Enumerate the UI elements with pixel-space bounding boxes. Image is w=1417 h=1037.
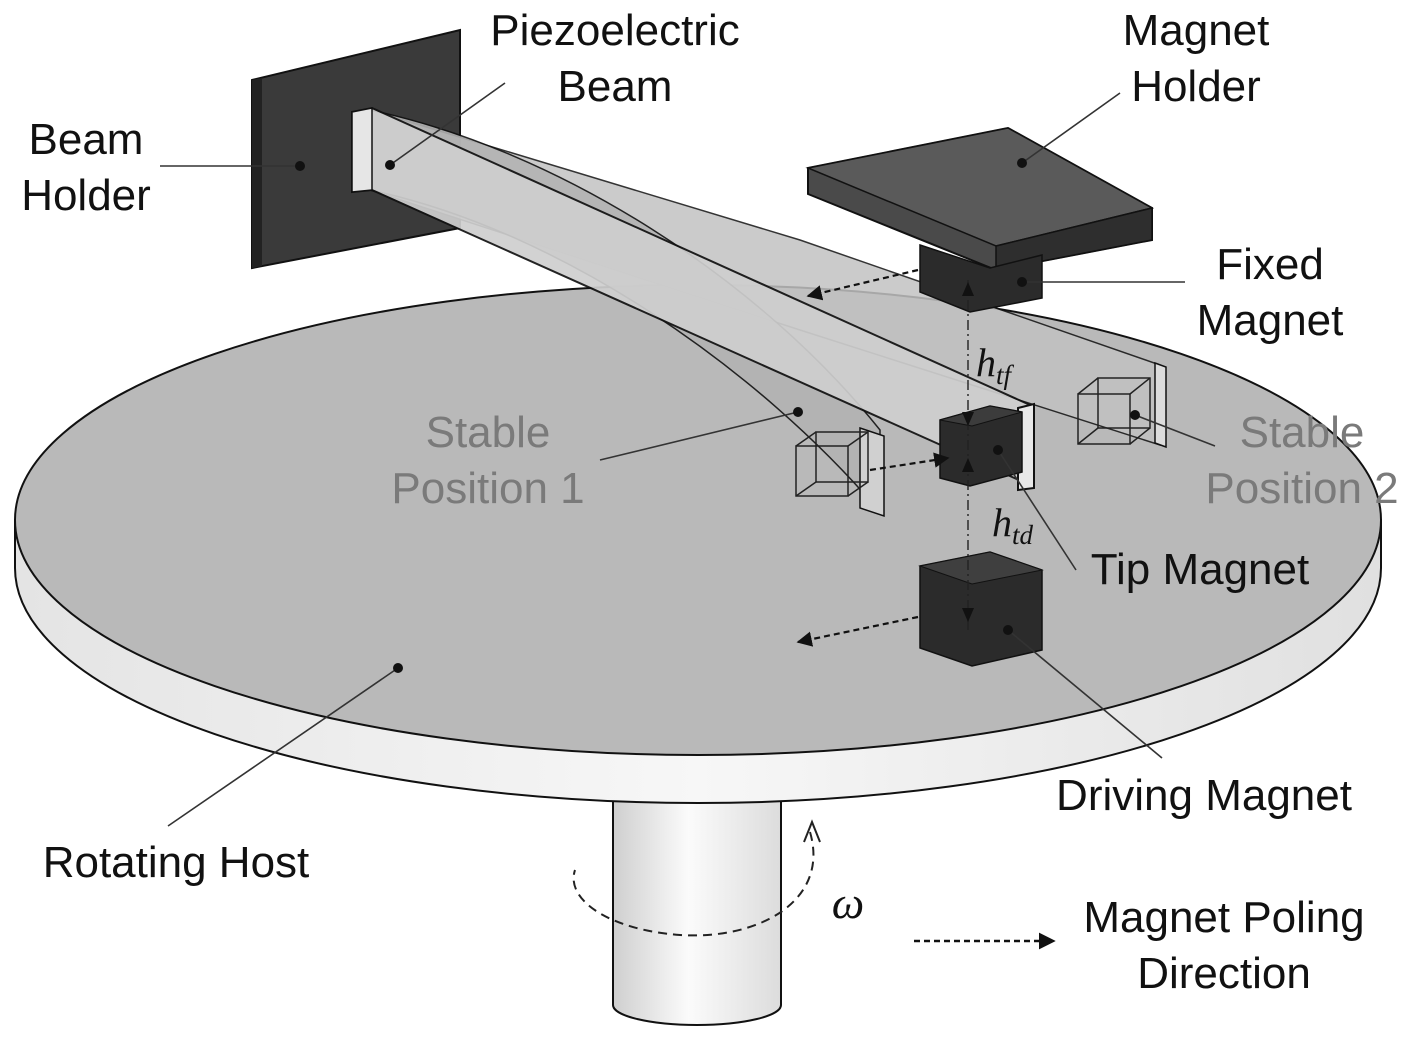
ghost-magnet-position-1 xyxy=(795,431,869,497)
label-stable-position-1-line1: Stable xyxy=(426,408,551,457)
label-fixed-magnet-line2: Magnet xyxy=(1197,296,1344,345)
label-stable-position-2-line1: Stable xyxy=(1240,408,1365,457)
label-magnet-holder-line2: Holder xyxy=(1131,62,1261,111)
fixed-magnet xyxy=(919,243,1043,313)
tip-magnet xyxy=(939,405,1023,487)
label-magnet-holder-line1: Magnet xyxy=(1123,6,1270,55)
label-beam-holder-line1: Beam xyxy=(29,115,144,164)
label-fixed-magnet-line1: Fixed xyxy=(1216,240,1324,289)
rotating-host-disk xyxy=(14,284,1382,804)
symbol-h-tf: htf xyxy=(976,340,1015,390)
rotation-arrow xyxy=(572,819,821,937)
symbol-h-td-sub: td xyxy=(1012,520,1034,550)
label-stable-position-2-line2: Position 2 xyxy=(1205,464,1398,513)
driving-magnet xyxy=(918,551,1044,667)
rotating-shaft xyxy=(612,759,782,1026)
piezoelectric-beam xyxy=(351,106,1167,518)
label-piezo-beam-line2: Beam xyxy=(558,62,673,111)
label-driving-magnet: Driving Magnet xyxy=(1056,771,1352,820)
magnet-holder xyxy=(805,126,1155,272)
label-beam-holder-line2: Holder xyxy=(21,171,151,220)
label-legend-poling-line1: Magnet Poling xyxy=(1083,893,1364,942)
poling-arrows xyxy=(796,268,950,647)
leader-lines xyxy=(160,82,1216,827)
symbol-h-tf-sub: tf xyxy=(996,360,1015,390)
label-rotating-host: Rotating Host xyxy=(43,838,310,887)
label-stable-position-1-line2: Position 1 xyxy=(391,464,584,513)
symbol-h-td-base: h xyxy=(992,500,1012,545)
symbol-h-td: htd xyxy=(992,500,1034,550)
symbol-omega: ω xyxy=(832,877,864,928)
label-legend-poling-line2: Direction xyxy=(1137,949,1311,998)
label-piezo-beam-line1: Piezoelectric xyxy=(490,6,739,55)
ghost-magnet-position-2 xyxy=(1077,377,1151,445)
label-tip-magnet: Tip Magnet xyxy=(1091,545,1309,594)
dimension-line xyxy=(962,280,974,632)
symbol-h-tf-base: h xyxy=(976,340,996,385)
